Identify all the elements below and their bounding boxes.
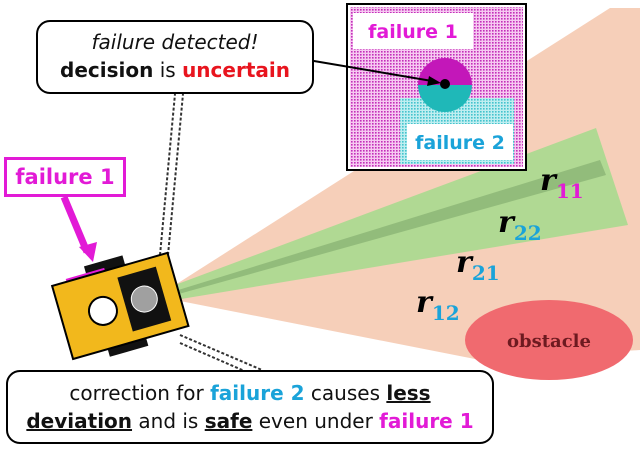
traj-r11: r11 — [540, 163, 584, 203]
callout-detected-line: failure detected! — [91, 30, 259, 54]
failure1-tag: failure 1 — [4, 157, 126, 197]
inset-circle-bottom — [418, 85, 472, 112]
correction-callout: correction for failure 2 causes less dev… — [6, 370, 494, 444]
robot-white-sensor — [87, 295, 118, 326]
obstacle-label: obstacle — [507, 331, 591, 352]
safe-word: safe — [204, 409, 253, 433]
correction-line-2: deviation and is safe even under failure… — [26, 409, 474, 433]
obstacle — [465, 300, 633, 380]
is-word: is — [153, 58, 183, 82]
detection-callout: failure detected! decision is uncertain — [36, 20, 314, 94]
traj-r12: r12 — [416, 285, 460, 325]
uncertain-word: uncertain — [182, 58, 290, 82]
inset-failure2-label: failure 2 — [415, 132, 505, 154]
green-center-strip — [175, 160, 606, 295]
failure2-text: failure 2 — [210, 381, 305, 405]
traj-r22: r22 — [498, 205, 542, 245]
robot-gray-sensor — [130, 285, 158, 313]
arrow-to-inset — [307, 59, 441, 86]
inset-failure1-label: failure 1 — [368, 21, 458, 43]
failure1-text: failure 1 — [379, 409, 474, 433]
inset-panel: failure 1 failure 2 — [346, 3, 527, 171]
trajectory-labels: r11 r22 r21 r12 — [416, 163, 584, 325]
tag-connector — [60, 195, 97, 262]
robot-body — [50, 251, 190, 361]
callout-decision-line: decision is uncertain — [38, 56, 312, 84]
robot — [50, 251, 190, 361]
less-word: less — [386, 381, 431, 405]
inset-target-dot — [440, 79, 450, 89]
connector-bottom — [179, 334, 263, 377]
connector-top — [159, 93, 184, 256]
correction-line-1: correction for failure 2 causes less — [69, 381, 431, 405]
decision-word: decision — [60, 58, 154, 82]
traj-r21: r21 — [456, 245, 500, 285]
deviation-word: deviation — [26, 409, 133, 433]
